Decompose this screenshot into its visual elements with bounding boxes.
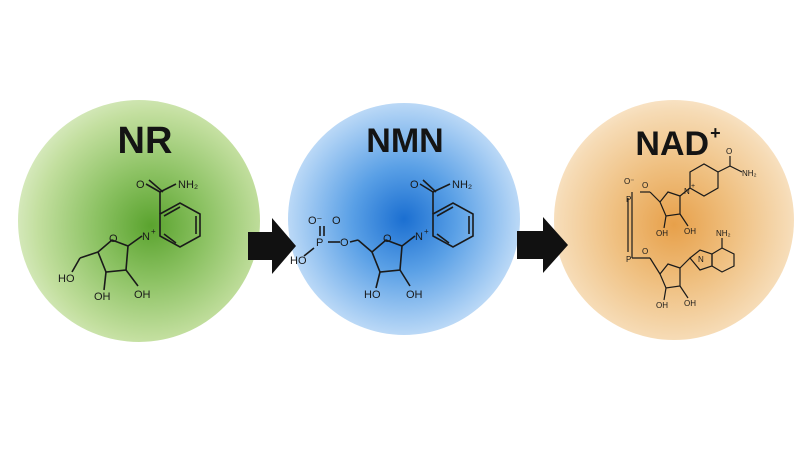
- nmn-phos-ho: HO: [290, 255, 307, 267]
- nad-p2: P: [626, 255, 631, 264]
- nmn-ring-o: O: [383, 233, 392, 245]
- nmn-ester-o: O: [340, 237, 349, 249]
- nmn-ring-n-charge: +: [424, 227, 429, 236]
- nad-ring-n-charge: +: [691, 183, 695, 190]
- nad-oh4: OH: [684, 299, 696, 308]
- nr-amide-o: O: [136, 179, 145, 191]
- nad-o2: O: [642, 247, 648, 256]
- nad-amine: NH₂: [742, 169, 757, 178]
- nr-label: NR: [117, 120, 173, 162]
- nad-o1: O: [642, 181, 648, 190]
- nmn-atom-labels: O NH₂ N + O O P O O⁻ HO HO OH: [290, 179, 472, 301]
- nr-ring-n: N: [142, 231, 150, 243]
- nad-label-superscript: +: [710, 123, 721, 143]
- nad-oh3: OH: [656, 301, 668, 310]
- nad-p1: P: [626, 195, 631, 204]
- nmn-label: NMN: [366, 122, 444, 160]
- nad-oh2: OH: [684, 227, 696, 236]
- nr-oh2: OH: [134, 289, 151, 301]
- nmn-structure: [303, 179, 474, 289]
- nr-structure: [71, 179, 201, 291]
- nad-adenine-nh2: NH₂: [716, 229, 731, 238]
- nad-structure: [627, 156, 743, 301]
- nmn-oh2: OH: [406, 289, 423, 301]
- nad-adenine-n: N: [698, 255, 704, 264]
- nr-oh5: HO: [58, 273, 75, 285]
- nad-atom-labels: O⁻ O NH₂ N + P O P O OH OH OH OH NH₂ N: [624, 147, 757, 310]
- nr-ring-n-charge: +: [151, 227, 156, 236]
- nmn-phos-p: P: [316, 237, 323, 249]
- nmn-circle: [288, 103, 520, 335]
- nmn-amine: NH₂: [452, 179, 472, 191]
- nad-amide-o: O: [726, 147, 732, 156]
- nmn-ring-n: N: [415, 231, 423, 243]
- nr-oh3: OH: [94, 291, 111, 303]
- nad-ring-n: N: [684, 187, 690, 196]
- nr-circle: [18, 100, 260, 342]
- nmn-phos-o-minus: O⁻: [308, 215, 323, 227]
- nr-atom-labels: O NH₂ N + O HO OH OH: [58, 179, 198, 303]
- nr-amine: NH₂: [178, 179, 198, 191]
- nmn-oh3: HO: [364, 289, 381, 301]
- nad-label-text: NAD: [635, 125, 710, 163]
- nad-circle: [554, 100, 794, 340]
- nr-ring-o: O: [109, 233, 118, 245]
- nad-oh1: OH: [656, 229, 668, 238]
- nad-label: NAD+: [618, 124, 738, 161]
- arrow-nmn-to-nad: [517, 217, 568, 273]
- nmn-phos-o-top: O: [332, 215, 341, 227]
- nad-o-minus: O⁻: [624, 177, 634, 186]
- arrow-nr-to-nmn: [248, 218, 296, 274]
- nmn-amide-o: O: [410, 179, 419, 191]
